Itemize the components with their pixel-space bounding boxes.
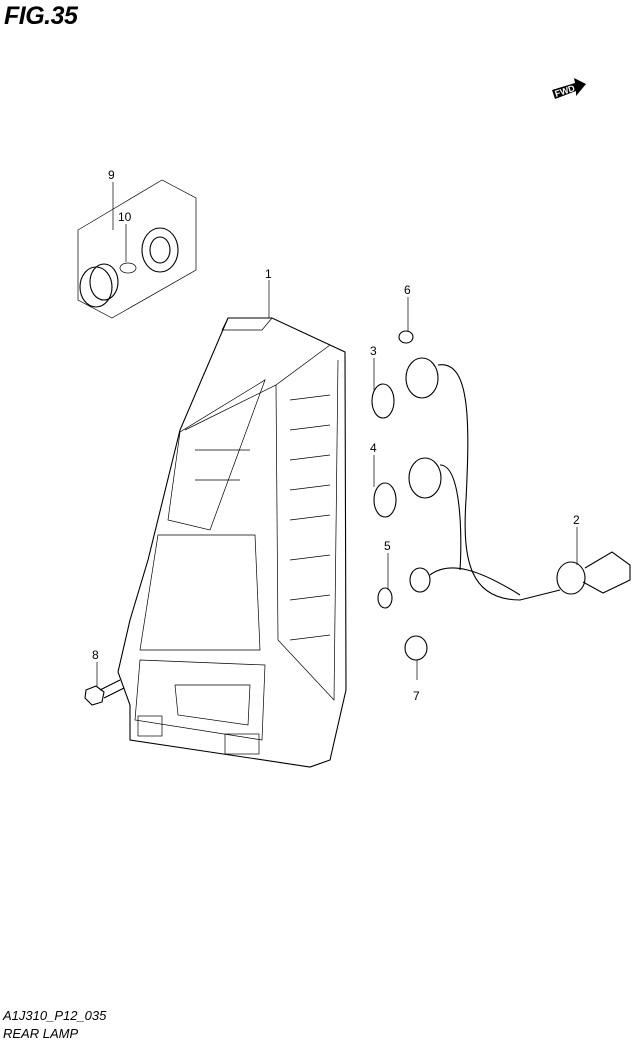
callout-7: 7 — [413, 689, 420, 703]
socket-assembly-box — [77, 179, 197, 319]
harness-assembly — [371, 330, 631, 661]
callout-8: 8 — [92, 648, 99, 662]
callout-9: 9 — [108, 168, 115, 182]
callout-10: 10 — [118, 210, 132, 224]
figure-code: A1J310_P12_035 — [3, 1008, 107, 1023]
callout-3: 3 — [370, 344, 377, 358]
figure-title: FIG.35 — [4, 2, 78, 30]
fwd-label: FWD — [554, 83, 577, 99]
callout-1: 1 — [265, 267, 272, 281]
rear-lamp-body — [117, 317, 347, 768]
callout-5: 5 — [384, 539, 391, 553]
figure-name: REAR LAMP — [3, 1026, 79, 1041]
callout-4: 4 — [370, 441, 377, 455]
callout-2: 2 — [573, 513, 580, 527]
fwd-arrow-icon: FWD — [552, 78, 586, 99]
callout-6: 6 — [404, 283, 411, 297]
screw-icon — [84, 679, 125, 706]
leader-lines — [96, 182, 578, 686]
